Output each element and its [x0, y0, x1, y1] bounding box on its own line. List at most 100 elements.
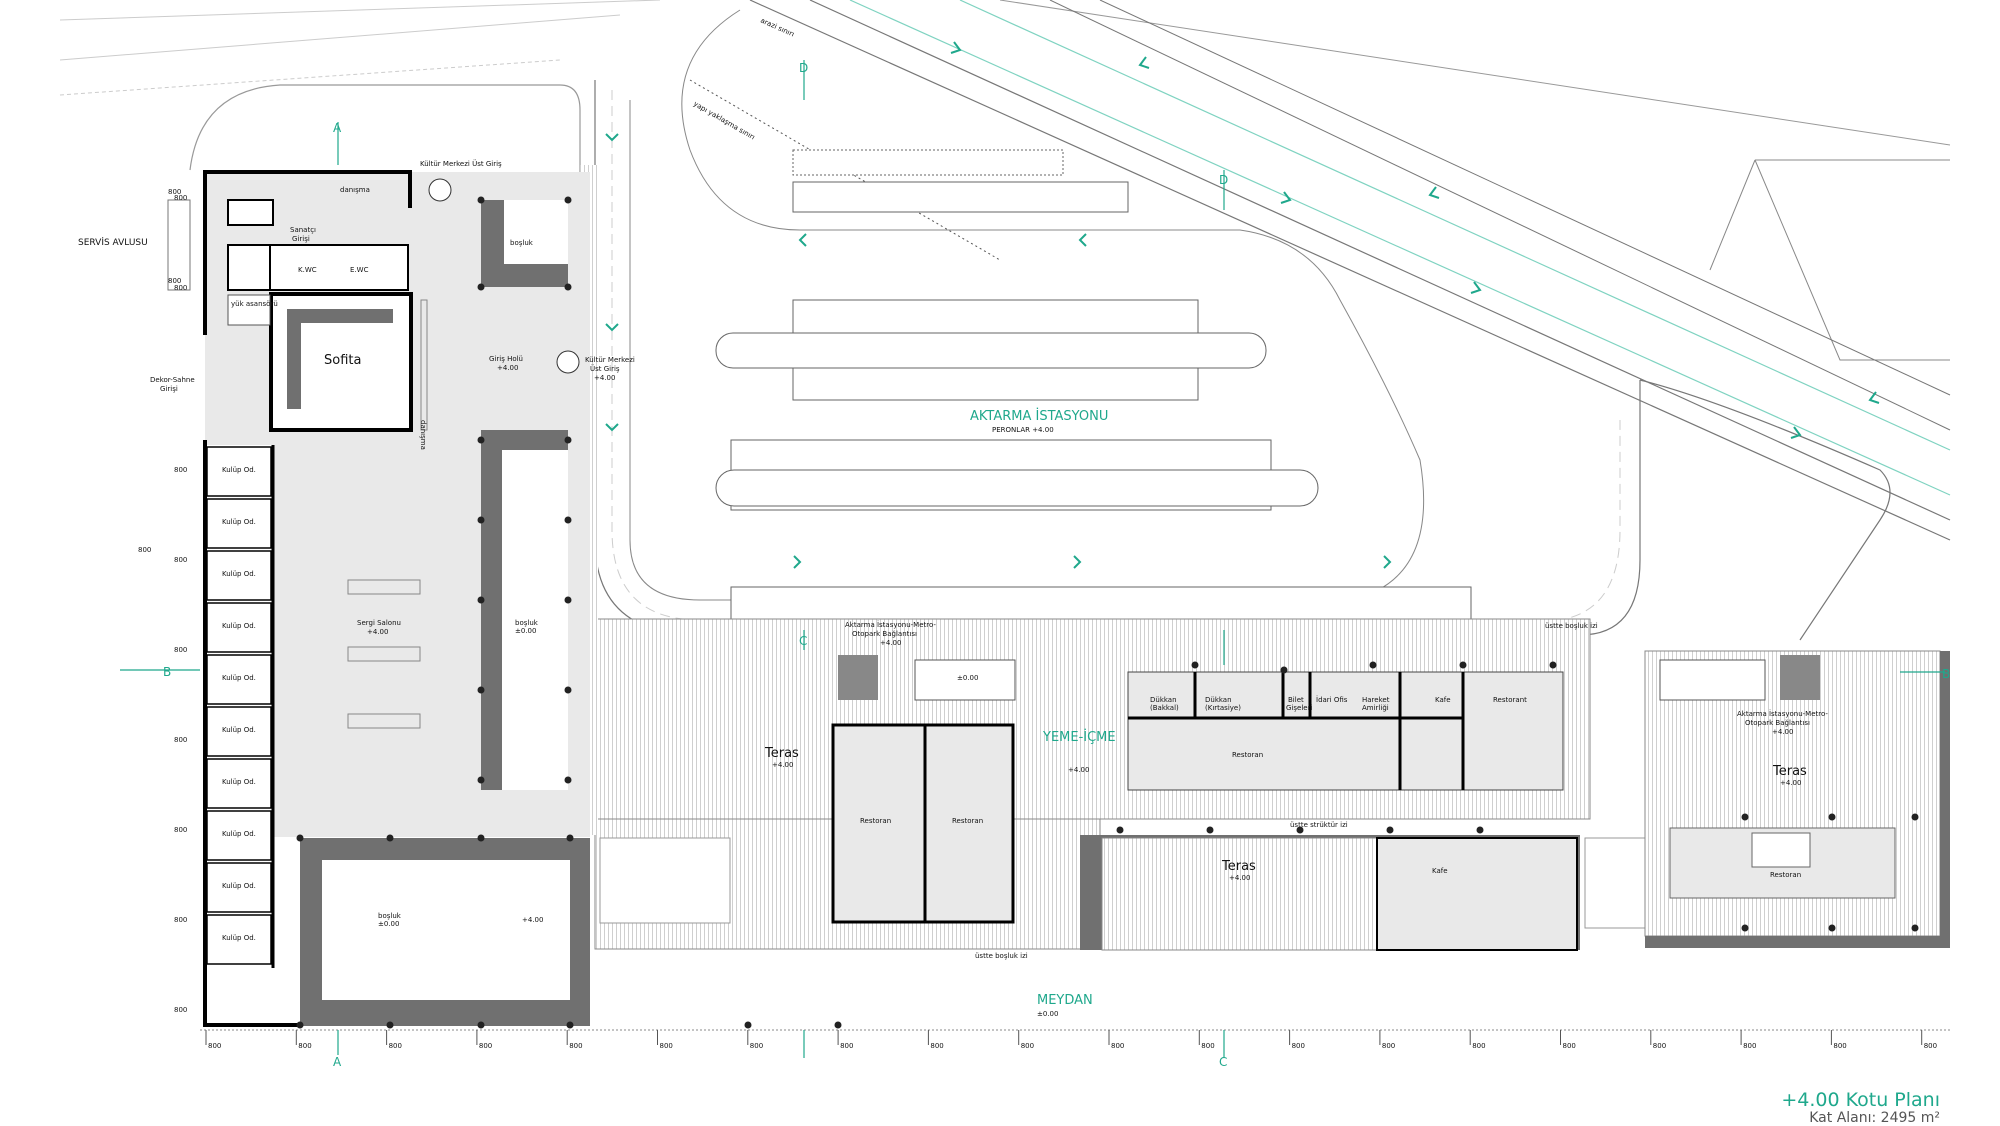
grid-label: 800 — [1563, 1042, 1576, 1050]
traffic-lane — [959, 0, 1951, 451]
ust-giris-side: +4.00 — [594, 374, 615, 382]
arrow-icon — [605, 323, 619, 332]
column — [477, 196, 485, 204]
grid-label: 800 — [1021, 1042, 1034, 1050]
bus-platforms — [715, 149, 1472, 620]
arrow-icon — [1138, 56, 1150, 69]
column — [1296, 826, 1304, 834]
grid-label: 800 — [1111, 1042, 1124, 1050]
column — [477, 834, 485, 842]
section-label: C — [799, 634, 807, 648]
terrace-edge — [1645, 936, 1950, 948]
platform — [792, 149, 1064, 176]
platform — [730, 586, 1472, 620]
club-room — [206, 810, 272, 861]
grid-label: 800 — [1472, 1042, 1485, 1050]
revolving-door[interactable] — [556, 350, 580, 374]
grid-label: 800 — [1743, 1042, 1756, 1050]
restoran-label: Restoran — [952, 817, 983, 825]
section-label: A — [333, 121, 342, 135]
column — [564, 516, 572, 524]
traffic-lane — [849, 0, 1951, 496]
section-markers — [120, 60, 1945, 1058]
revolving-door[interactable] — [428, 178, 452, 202]
arrow-icon — [1428, 186, 1440, 199]
baglanti-label: Aktarma İstasyonu-Metro- — [845, 620, 936, 629]
teras-label: Teras — [1221, 859, 1256, 874]
danisma-label: danışma — [340, 186, 370, 194]
club-room — [206, 550, 272, 601]
club-room — [206, 758, 272, 809]
club-room-label: Kulüp Od. — [222, 518, 256, 526]
column — [296, 834, 304, 842]
restorant-label: Restorant — [1493, 696, 1527, 704]
grid-label: 800 — [930, 1042, 943, 1050]
giris-holu-level: +4.00 — [497, 364, 518, 372]
grid-label: 800 — [660, 1042, 673, 1050]
column — [564, 196, 572, 204]
arrow-icon — [1078, 233, 1087, 247]
grid-label: 800 — [174, 284, 187, 292]
restoran-label: Restoran — [860, 817, 891, 825]
column — [1280, 666, 1288, 674]
road-lane — [749, 0, 1951, 541]
platform-island — [715, 469, 1319, 507]
exhibit-panel — [347, 579, 421, 595]
column — [1386, 826, 1394, 834]
baglanti-label: Otopark Bağlantısı — [1745, 719, 1810, 727]
column — [1116, 826, 1124, 834]
column — [296, 1021, 304, 1029]
grid-label: 800 — [138, 546, 151, 554]
arrow-icon — [1868, 391, 1880, 404]
teras-level: +4.00 — [1780, 779, 1801, 787]
column — [564, 283, 572, 291]
column — [386, 1021, 394, 1029]
bosluk-label: boşluk — [378, 912, 402, 920]
column — [477, 436, 485, 444]
grid-label: 800 — [174, 194, 187, 202]
bus-loop-right — [1639, 379, 1891, 641]
section-label: D — [1219, 173, 1228, 187]
grid-label: 800 — [174, 916, 187, 924]
column — [1911, 813, 1919, 821]
traffic-arrows — [605, 41, 1880, 569]
exterior-wall — [203, 170, 412, 335]
baglanti-label: Aktarma İstasyonu-Metro- — [1737, 709, 1828, 718]
teras-level: +4.00 — [1229, 874, 1250, 882]
column — [1206, 826, 1214, 834]
club-room-label: Kulüp Od. — [222, 830, 256, 838]
grid-label: 800 — [174, 736, 187, 744]
column — [1369, 661, 1377, 669]
arrow-icon — [1383, 555, 1392, 569]
grid-label: 800 — [168, 277, 181, 285]
column — [477, 596, 485, 604]
restoran-label: Restoran — [1770, 871, 1801, 879]
void-top-inner — [504, 200, 568, 264]
idari-ofis-label: İdari Ofis — [1316, 695, 1348, 704]
column — [566, 834, 574, 842]
column — [1549, 661, 1557, 669]
bosluk-label: boşluk — [515, 619, 539, 627]
column — [1911, 924, 1919, 932]
section-label: D — [799, 61, 808, 75]
club-room — [206, 706, 272, 757]
grid-label: 800 — [174, 466, 187, 474]
column — [1476, 826, 1484, 834]
column — [564, 596, 572, 604]
arrow-icon — [1073, 555, 1082, 569]
kitchen-counter — [1751, 832, 1811, 868]
hareket-label: Amirliği — [1362, 704, 1389, 712]
void — [1659, 659, 1766, 701]
void-bottom-inner — [322, 860, 570, 1000]
dukkan-label: Dükkan — [1205, 696, 1232, 704]
title-block: +4.00 Kotu Planı Kat Alanı: 2495 m² — [1781, 1090, 1940, 1126]
baglanti-label: Otopark Bağlantısı — [852, 630, 917, 638]
bosluk-level: ±0.00 — [378, 920, 399, 928]
meydan-level: ±0.00 — [1037, 1010, 1058, 1018]
section-label: B — [163, 665, 171, 679]
club-room-label: Kulüp Od. — [222, 778, 256, 786]
restaurant-block — [831, 723, 1015, 924]
column — [1191, 661, 1199, 669]
